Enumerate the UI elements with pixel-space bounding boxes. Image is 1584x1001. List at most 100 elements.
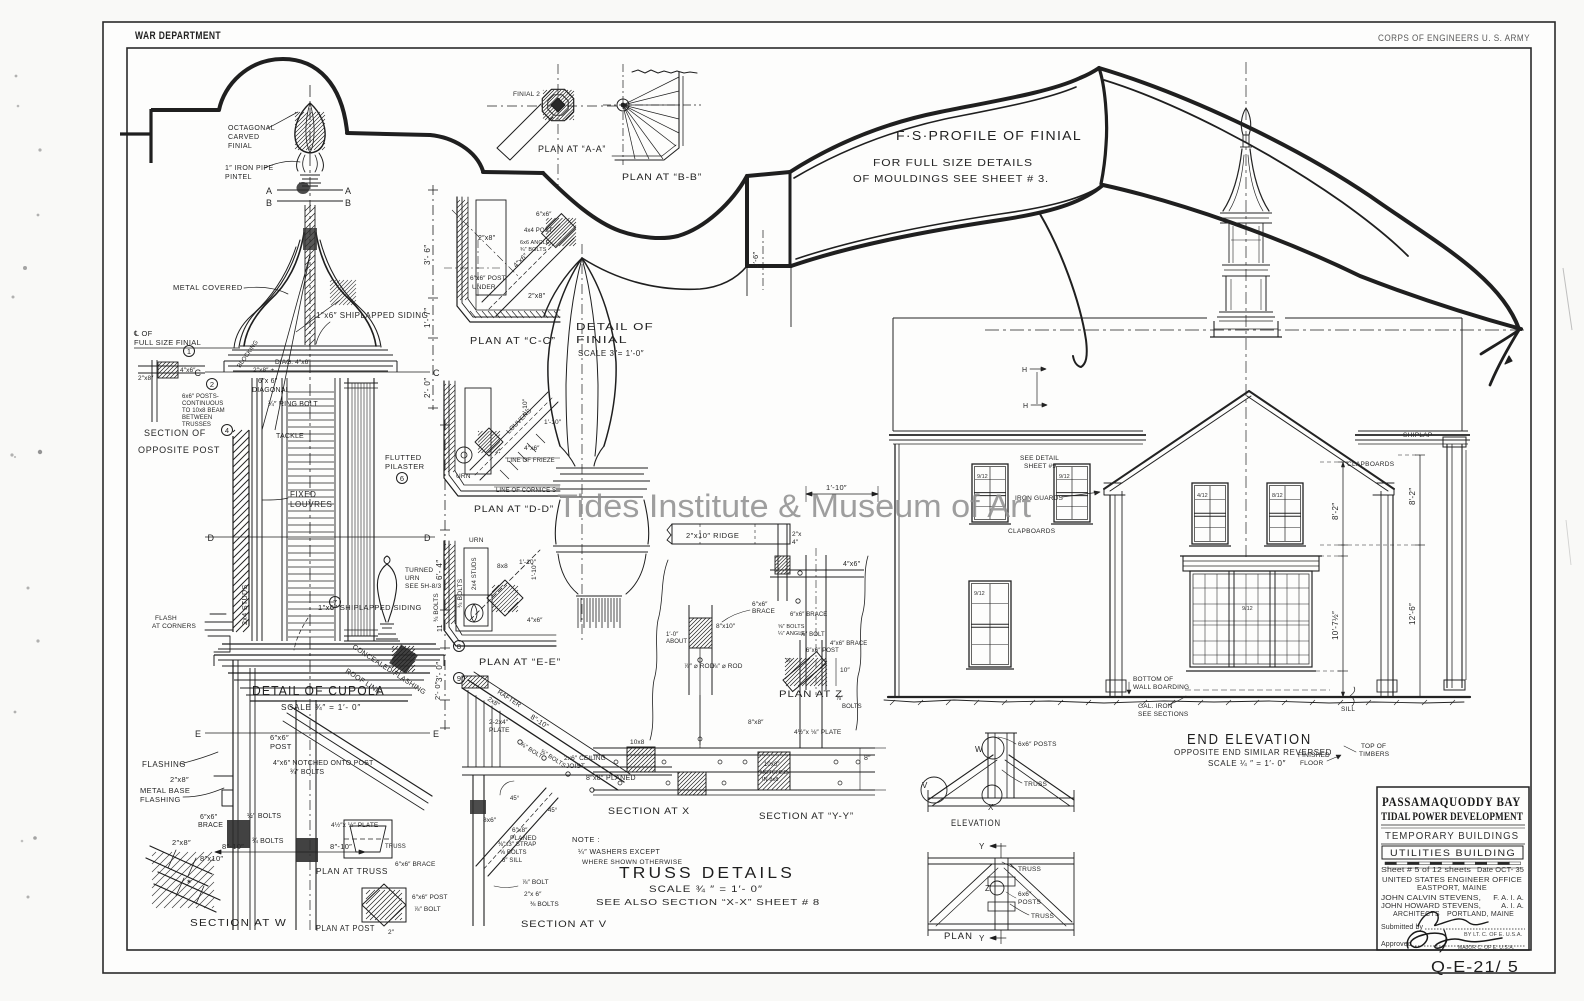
svg-text:3′- 0″: 3′- 0″ [435, 661, 444, 682]
svg-text:FOR FULL SIZE DETAILS: FOR FULL SIZE DETAILS [873, 157, 1033, 169]
svg-text:URN: URN [456, 473, 471, 480]
svg-text:6″x6″ BRACE: 6″x6″ BRACE [790, 612, 827, 618]
svg-text:¾ BOLTS: ¾ BOLTS [252, 838, 284, 845]
svg-text:PLAN AT “E-E”: PLAN AT “E-E” [479, 657, 561, 668]
svg-text:⅜ BOLTS: ⅜ BOLTS [530, 901, 559, 908]
svg-text:2″x8″: 2″x8″ [172, 838, 191, 847]
svg-text:2′- 0″: 2′- 0″ [433, 681, 442, 700]
svg-text:TO 10x8 BEAM: TO 10x8 BEAM [182, 408, 225, 414]
svg-text:A: A [266, 186, 272, 196]
svg-text:1″ IRON PIPE: 1″ IRON PIPE [225, 165, 274, 172]
svg-text:SEE ALSO SECTION “X-X”: SEE ALSO SECTION “X-X” SHEET # 8 [596, 897, 820, 907]
svg-text:2: 2 [210, 380, 214, 389]
svg-text:6″x6″: 6″x6″ [536, 211, 552, 218]
svg-text:1′-0″: 1′-0″ [666, 632, 679, 638]
svg-text:Y: Y [979, 934, 985, 943]
svg-text:SECTION OF: SECTION OF [144, 428, 206, 438]
svg-text:TRUSS: TRUSS [1024, 781, 1047, 788]
svg-text:2′- 0″: 2′- 0″ [423, 377, 432, 398]
svg-text:¾ BOLTS: ¾ BOLTS [433, 593, 440, 622]
svg-text:LINE OF CORNICE S: LINE OF CORNICE S [496, 488, 556, 494]
svg-text:E: E [195, 729, 201, 739]
svg-text:TACKLE: TACKLE [276, 433, 304, 440]
svg-text:FINIAL: FINIAL [228, 143, 252, 150]
svg-text:4/12: 4/12 [1197, 493, 1208, 499]
svg-text:BOLTS: BOLTS [842, 704, 862, 710]
svg-text:A. I. A.: A. I. A. [1501, 901, 1524, 910]
svg-text:METAL BASE: METAL BASE [140, 786, 190, 795]
svg-text:4: 4 [225, 426, 229, 435]
svg-text:Y: Y [979, 842, 985, 851]
svg-text:1′-10″: 1′-10″ [519, 559, 537, 566]
svg-text:6″x6″ POST: 6″x6″ POST [470, 275, 506, 282]
svg-text:BRACE: BRACE [198, 822, 223, 829]
svg-text:⅝″ BOLT: ⅝″ BOLT [800, 632, 825, 638]
svg-text:CONTINUOUS: CONTINUOUS [182, 401, 223, 407]
svg-text:FLOOR: FLOOR [1300, 760, 1323, 767]
svg-text:SCALE ¾ ″ = 1′- 0″: SCALE ¾ ″ = 1′- 0″ [649, 884, 763, 894]
svg-text:SECTION AT W: SECTION AT W [190, 918, 287, 929]
svg-text:FINIAL 2: FINIAL 2 [513, 91, 540, 98]
svg-text:OPPOSITE POST: OPPOSITE POST [138, 445, 220, 455]
svg-text:SECTION AT “Y-Y”: SECTION AT “Y-Y” [759, 811, 854, 822]
svg-text:DIAG: 4″x6″: DIAG: 4″x6″ [275, 359, 311, 366]
svg-text:GAL. IRON: GAL. IRON [1138, 703, 1173, 710]
svg-text:W: W [975, 745, 983, 754]
svg-text:9/12: 9/12 [977, 474, 988, 480]
svg-text:8″-10″: 8″-10″ [330, 842, 352, 851]
svg-text:UTILITIES BUILDING: UTILITIES BUILDING [1390, 848, 1516, 859]
svg-text:PLAN AT “B-B”: PLAN AT “B-B” [622, 172, 702, 183]
svg-text:V: V [922, 781, 928, 790]
svg-text:POSTS: POSTS [1018, 899, 1041, 906]
svg-text:⅞″ BOLT: ⅞″ BOLT [414, 906, 441, 913]
svg-text:SILL: SILL [1341, 706, 1355, 713]
svg-text:2″x8″: 2″x8″ [478, 235, 496, 242]
svg-text:TRUSS: TRUSS [1018, 866, 1041, 873]
svg-text:FLASHING: FLASHING [142, 760, 186, 769]
svg-text:4″x6″: 4″x6″ [524, 445, 540, 452]
svg-text:1′-10″: 1′-10″ [544, 419, 562, 426]
svg-text:TRUSSES: TRUSSES [182, 422, 211, 428]
svg-text:6″ SILL: 6″ SILL [502, 858, 523, 864]
svg-text:2x6″ CEILING: 2x6″ CEILING [564, 755, 606, 762]
svg-text:END ELEVATION: END ELEVATION [1187, 732, 1312, 748]
svg-text:OF MOULDINGS SEE SHEET #: OF MOULDINGS SEE SHEET # 3. [853, 173, 1049, 185]
svg-text:11: 11 [437, 624, 444, 632]
svg-text:TIMBERS: TIMBERS [1359, 751, 1390, 758]
svg-text:SCALE ¼ ″ = 1′- 0″: SCALE ¼ ″ = 1′- 0″ [1208, 758, 1286, 768]
svg-text:4″: 4″ [792, 539, 799, 546]
svg-text:URN: URN [469, 537, 484, 544]
svg-text:PINTEL: PINTEL [225, 174, 252, 181]
svg-text:½″ BOLTS: ½″ BOLTS [247, 812, 281, 820]
svg-text:⅝ BOLTS: ⅝ BOLTS [500, 850, 527, 856]
svg-text:1′- 7″: 1′- 7″ [423, 307, 432, 328]
svg-text:90: 90 [786, 658, 792, 664]
svg-text:¾″ RING BOLT: ¾″ RING BOLT [268, 401, 318, 408]
svg-text:2″x8″ +: 2″x8″ + [253, 367, 274, 374]
svg-text:45°: 45° [548, 808, 558, 814]
svg-text:4″x6″ NOTCHED ONTO POST: 4″x6″ NOTCHED ONTO POST [273, 760, 374, 767]
svg-text:6x6″ POSTS-: 6x6″ POSTS- [182, 394, 219, 400]
svg-text:B: B [266, 198, 272, 208]
svg-text:X: X [988, 803, 994, 812]
svg-text:2″x: 2″x [792, 531, 802, 538]
svg-text:PLAN AT “A-A”: PLAN AT “A-A” [538, 144, 606, 155]
svg-text:PILASTER: PILASTER [385, 462, 425, 471]
svg-text:10′-7½″: 10′-7½″ [1331, 611, 1340, 640]
svg-text:PASSAMAQUODDY BAY: PASSAMAQUODDY BAY [1382, 795, 1521, 809]
svg-text:POST: POST [270, 742, 292, 751]
svg-text:F. A. I. A.: F. A. I. A. [1493, 893, 1524, 902]
svg-text:6′- 4″: 6′- 4″ [435, 559, 444, 580]
svg-text:6″x6″: 6″x6″ [200, 814, 218, 821]
svg-text:PLAN AT “D-D”: PLAN AT “D-D” [474, 504, 554, 515]
svg-text:ELEVATION: ELEVATION [951, 818, 1001, 828]
svg-text:2x4 STUDS: 2x4 STUDS [472, 557, 478, 590]
svg-text:6x6″: 6x6″ [1018, 891, 1032, 898]
svg-text:CLAPBOARDS: CLAPBOARDS [1008, 528, 1056, 535]
svg-text:9: 9 [457, 674, 461, 683]
svg-text:FINISHED: FINISHED [1298, 752, 1330, 759]
svg-text:6″x6″ BRACE: 6″x6″ BRACE [395, 861, 436, 868]
svg-text:6″x8″: 6″x8″ [512, 827, 528, 834]
svg-text:Approved: Approved [1381, 941, 1412, 948]
svg-text:6″x6″ POST: 6″x6″ POST [806, 648, 839, 654]
